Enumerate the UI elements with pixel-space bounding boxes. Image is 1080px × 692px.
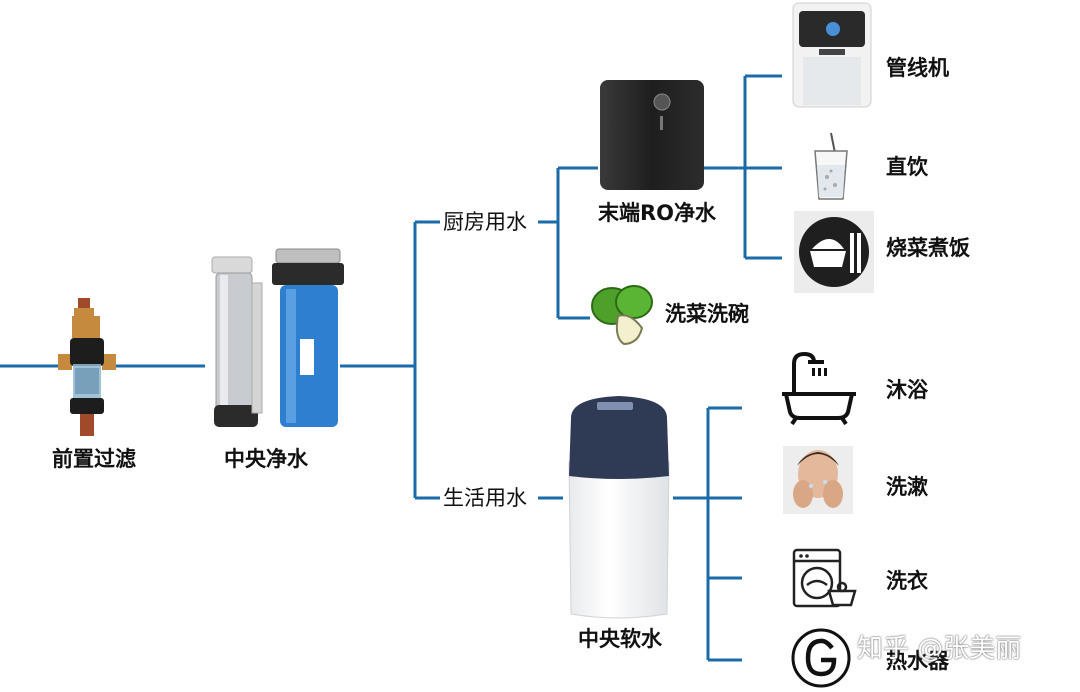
water-heater-icon [791, 628, 851, 688]
water-glass-icon [814, 132, 848, 200]
rice-bowl-chopsticks-icon [794, 211, 874, 293]
water-softener-icon [568, 396, 670, 619]
stage-label-pre-filter: 前置过滤 [52, 447, 136, 471]
watermark: 知乎 @张美丽 [857, 634, 1022, 664]
face-washing-icon [783, 446, 853, 514]
use-label-water-heater: 热水器 [886, 649, 949, 673]
central-purifier-icon [211, 248, 344, 427]
use-label-pipeline-machine: 管线机 [886, 56, 949, 80]
branch-label-living: 生活用水 [443, 486, 527, 510]
pre-filter-icon [58, 298, 116, 436]
use-label-laundry: 洗衣 [886, 569, 928, 593]
device-label-ro: 末端RO净水 [598, 201, 717, 225]
bok-choy-icon [591, 285, 653, 346]
ro-purifier-icon [600, 80, 704, 190]
use-label-bathing: 沐浴 [886, 378, 928, 402]
use-label-cooking: 烧菜煮饭 [886, 236, 970, 260]
bathtub-icon [782, 351, 856, 426]
device-label-softener: 中央软水 [578, 627, 662, 651]
use-label-washing-face: 洗漱 [886, 475, 928, 499]
stage-label-central-purifier: 中央净水 [224, 447, 308, 471]
branch-label-kitchen: 厨房用水 [443, 210, 527, 234]
use-label-direct-drink: 直饮 [886, 155, 928, 179]
pipeline-machine-icon [792, 2, 872, 108]
washing-machine-icon [792, 548, 857, 608]
use-label-washing-veg: 洗菜洗碗 [665, 302, 749, 326]
